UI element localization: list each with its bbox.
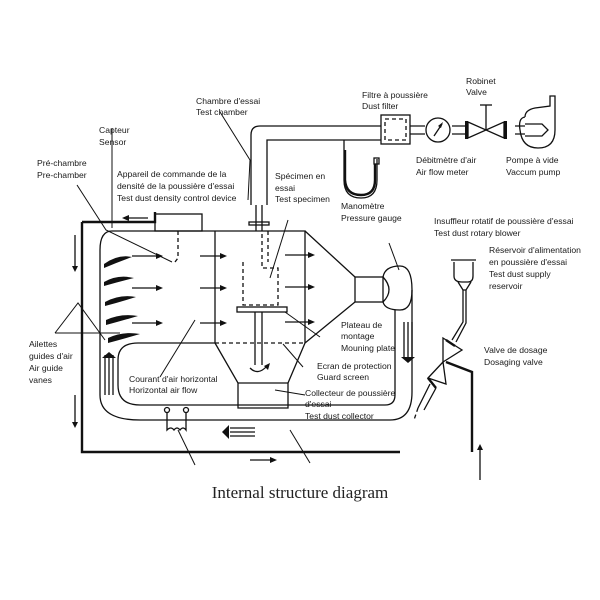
- diffuser-cone: [304, 230, 384, 344]
- exhaust-pipe: [250, 125, 381, 205]
- dosaging-valve: [413, 336, 474, 452]
- label-rotary-blower: Insuffleur rotatif de poussière d'essai …: [434, 216, 576, 238]
- test-dust-supply-reservoir: [451, 259, 476, 343]
- specimen-support-shaft: [248, 205, 270, 231]
- heater-element: [163, 406, 190, 432]
- label-air-flow-meter: Débitmètre d'air Air flow meter: [416, 155, 479, 177]
- arrow-sensor-left: [122, 215, 148, 221]
- sensor-probe: [174, 231, 179, 263]
- label-dust-collector: Collecteur de poussière d'essai Test dus…: [305, 388, 398, 421]
- leader-lines: [54, 111, 400, 466]
- label-pressure-gauge: Manomètre Pressure gauge: [341, 201, 402, 223]
- test-specimen: [242, 231, 279, 306]
- air-flow-meter: [425, 117, 451, 143]
- pressure-gauge-manometer: [343, 140, 380, 199]
- horizontal-flow-arrows: [132, 252, 315, 326]
- label-air-guide-vanes: Ailettes guides d'air Air guide vanes: [29, 339, 75, 385]
- dust-filter: [380, 114, 411, 145]
- duct-flow-arrows: [72, 235, 483, 480]
- label-mounting-plate: Plateau de montage Mouning plate: [341, 320, 395, 353]
- label-sensor: Capteur Sensor: [99, 125, 132, 147]
- test-dust-rotary-blower: [382, 265, 413, 311]
- return-duct: [99, 290, 413, 421]
- label-valve: Robinet Valve: [466, 76, 498, 97]
- air-guide-vanes: [104, 256, 140, 343]
- test-dust-collector: [214, 342, 306, 409]
- mounting-plate: [236, 306, 288, 373]
- label-test-specimen: Spécimen en essai Test specimen: [275, 171, 330, 204]
- density-control-device: [154, 213, 203, 232]
- label-dust-filter: Filtre à poussière Dust filter: [362, 90, 430, 111]
- label-vacuum-pump: Pompe à vide Vaccum pump: [506, 155, 561, 177]
- label-pre-chamber: Pré-chambre Pre-chamber: [37, 158, 89, 180]
- label-guard-screen: Ecran de protection Guard screen: [317, 361, 394, 382]
- label-density-control-device: Appareil de commande de la densité de la…: [117, 169, 237, 203]
- robinet-valve: [465, 104, 507, 140]
- figure-caption: Internal structure diagram: [212, 483, 389, 502]
- label-supply-reservoir: Réservoir d'alimentation en poussière d'…: [489, 245, 583, 291]
- label-dosaging-valve: Valve de dosage Dosaging valve: [484, 345, 550, 367]
- vacuum-pump: [518, 95, 556, 149]
- label-test-chamber: Chambre d'essai Test chamber: [196, 96, 263, 117]
- label-horizontal-air-flow: Courant d'air horizontal Horizontal air …: [129, 374, 220, 395]
